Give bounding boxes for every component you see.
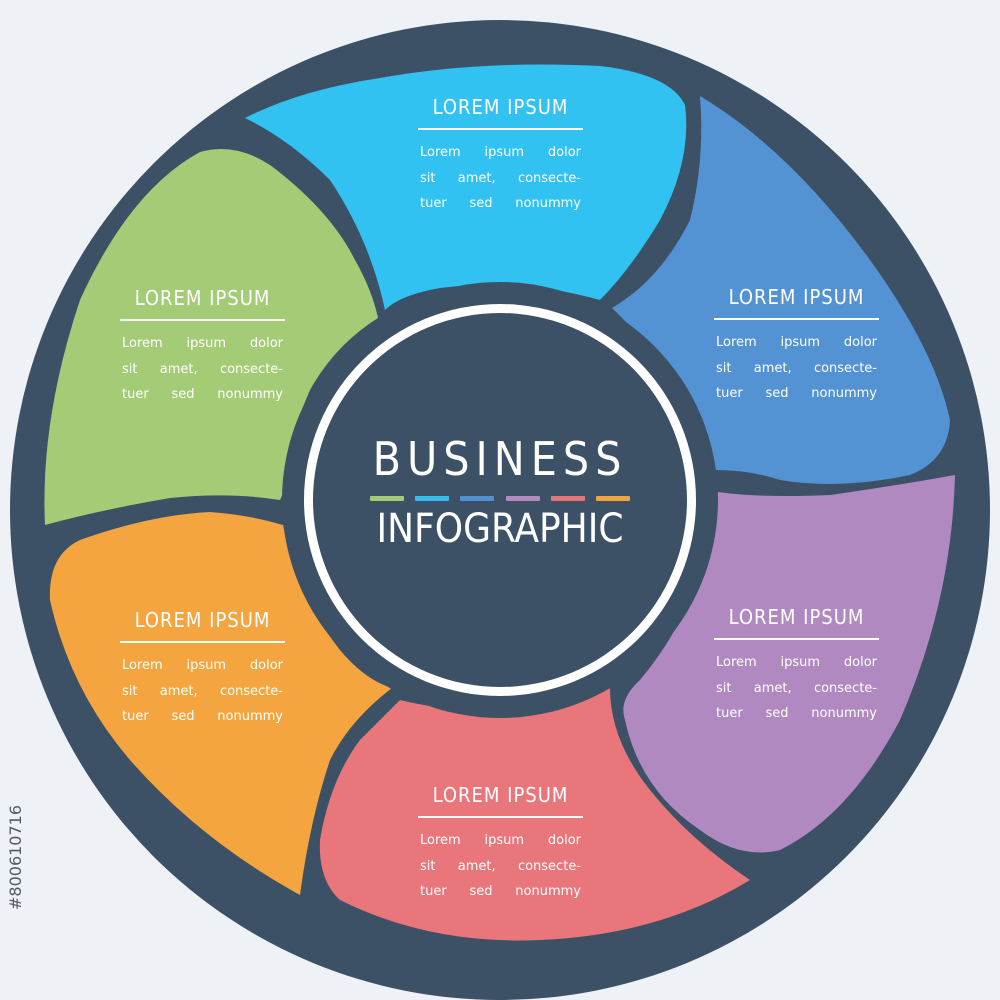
stock-id-label: #800610716 xyxy=(6,804,25,910)
segment-green-body: Lorem ipsum dolor sit amet, consecte- tu… xyxy=(120,331,285,408)
segment-green-line: tuer sed nonummy xyxy=(122,387,283,402)
segment-blue-line: sit amet, consecte- xyxy=(716,360,877,376)
center-dashes xyxy=(370,496,630,502)
segment-purple-line: sit amet, consecte- xyxy=(716,680,877,696)
segment-orange xyxy=(49,512,392,895)
dash-purple xyxy=(505,496,540,501)
segment-cyan-line: tuer sed nonummy xyxy=(420,196,581,211)
segment-purple-body: Lorem ipsum dolor sit amet, consecte- tu… xyxy=(714,650,879,727)
segment-blue-line: tuer sed nonummy xyxy=(716,386,877,401)
segment-purple-line: tuer sed nonummy xyxy=(716,706,877,721)
segment-cyan xyxy=(245,64,687,310)
dash-red xyxy=(550,496,585,501)
segment-blue-title: LOREM IPSUM xyxy=(714,285,879,320)
segment-orange-body: Lorem ipsum dolor sit amet, consecte- tu… xyxy=(120,653,285,730)
segment-cyan-body: Lorem ipsum dolor sit amet, consecte- tu… xyxy=(418,140,583,217)
segment-cyan-line: Lorem ipsum dolor xyxy=(420,145,581,160)
segment-red-text: LOREM IPSUM Lorem ipsum dolor sit amet, … xyxy=(418,783,583,905)
dash-blue xyxy=(460,496,495,501)
segment-red-line: sit amet, consecte- xyxy=(420,858,581,874)
segment-red-title: LOREM IPSUM xyxy=(418,783,583,818)
segment-green-line: sit amet, consecte- xyxy=(122,361,283,377)
segment-red-line: Lorem ipsum dolor xyxy=(420,833,581,848)
segment-orange-text: LOREM IPSUM Lorem ipsum dolor sit amet, … xyxy=(120,608,285,730)
segment-purple-line: Lorem ipsum dolor xyxy=(716,655,877,670)
segment-cyan-title: LOREM IPSUM xyxy=(418,95,583,130)
dash-cyan xyxy=(415,496,450,501)
segment-green-text: LOREM IPSUM Lorem ipsum dolor sit amet, … xyxy=(120,286,285,408)
center-disc xyxy=(313,313,687,687)
segment-blue xyxy=(612,96,950,484)
segment-blue-body: Lorem ipsum dolor sit amet, consecte- tu… xyxy=(714,330,879,407)
segment-cyan-text: LOREM IPSUM Lorem ipsum dolor sit amet, … xyxy=(418,95,583,217)
segment-red-line: tuer sed nonummy xyxy=(420,884,581,899)
segment-orange-line: Lorem ipsum dolor xyxy=(122,658,283,673)
segment-blue-line: Lorem ipsum dolor xyxy=(716,335,877,350)
segment-red xyxy=(319,688,750,941)
segment-blue-text: LOREM IPSUM Lorem ipsum dolor sit amet, … xyxy=(714,285,879,407)
segment-green-line: Lorem ipsum dolor xyxy=(122,336,283,351)
dash-orange xyxy=(595,496,630,501)
segment-orange-line: tuer sed nonummy xyxy=(122,709,283,724)
segment-green-title: LOREM IPSUM xyxy=(120,286,285,321)
center-title-line1: BUSINESS xyxy=(372,432,628,486)
dash-green xyxy=(370,496,404,501)
segment-red-body: Lorem ipsum dolor sit amet, consecte- tu… xyxy=(418,828,583,905)
segment-purple-title: LOREM IPSUM xyxy=(714,605,879,640)
center-title-line2: INFOGRAPHIC xyxy=(376,506,624,552)
segment-orange-title: LOREM IPSUM xyxy=(120,608,285,643)
segment-orange-line: sit amet, consecte- xyxy=(122,683,283,699)
segment-purple-text: LOREM IPSUM Lorem ipsum dolor sit amet, … xyxy=(714,605,879,727)
segment-cyan-line: sit amet, consecte- xyxy=(420,170,581,186)
